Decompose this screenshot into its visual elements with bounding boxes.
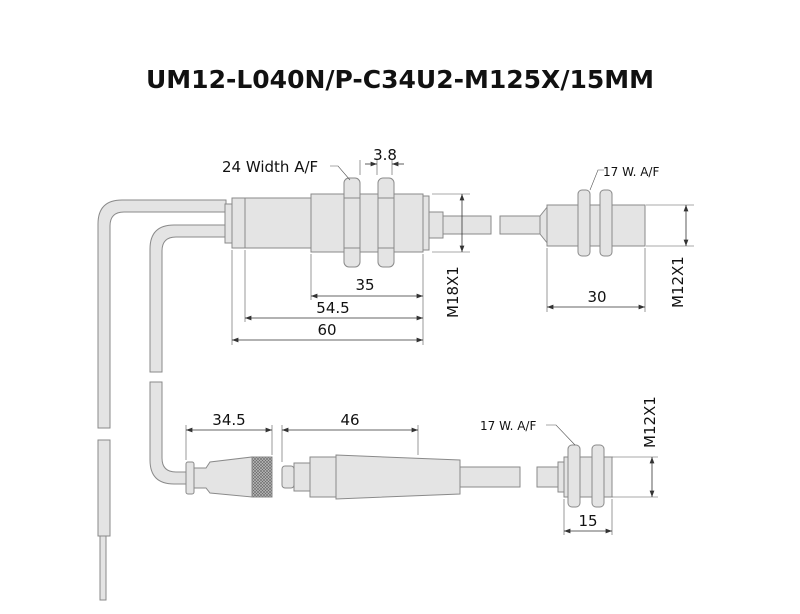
female-connector — [185, 456, 273, 498]
male-length-label: 46 — [340, 411, 359, 429]
body-length-label: 54.5 — [316, 299, 349, 317]
m18-thread-label: M18X1 — [444, 266, 462, 318]
diagram-title: UM12-L040N/P-C34U2-M125X/15MM — [146, 65, 654, 94]
m12-bottom-length-label: 15 — [578, 512, 597, 530]
total-length-label: 60 — [317, 321, 336, 339]
hex-nut-2 — [377, 177, 395, 268]
female-length-label: 34.5 — [212, 411, 245, 429]
m18-sensor — [224, 177, 541, 268]
nut-thickness-label: 3.8 — [373, 146, 397, 164]
m12-head-bottom — [557, 444, 613, 508]
knurled-nut — [251, 456, 273, 498]
inner-cable — [149, 224, 227, 485]
nut-width-label: 24 Width A/F — [222, 158, 318, 176]
m12-top-length-label: 30 — [587, 288, 606, 306]
connector-dimensions: 34.5 46 — [185, 411, 419, 462]
m12-top-thread-label: M12X1 — [669, 256, 687, 308]
outer-cable — [97, 199, 227, 601]
m12-top-nut-label: 17 W. A/F — [603, 165, 659, 179]
m12-bottom-nut-label: 17 W. A/F — [480, 419, 536, 433]
hex-nut-1 — [343, 177, 361, 268]
thread-length-label: 35 — [355, 276, 374, 294]
m12-head-top — [539, 189, 646, 257]
m12-top-dimensions: 17 W. A/F 30 M12X1 — [546, 165, 694, 312]
m18-dimensions: 3.8 24 Width A/F 35 54.5 60 M18X1 — [222, 146, 470, 345]
m12-bottom-dimensions: 17 W. A/F 15 M12X1 — [480, 396, 659, 535]
m12-bottom-thread-label: M12X1 — [641, 396, 659, 448]
male-connector — [281, 454, 560, 500]
